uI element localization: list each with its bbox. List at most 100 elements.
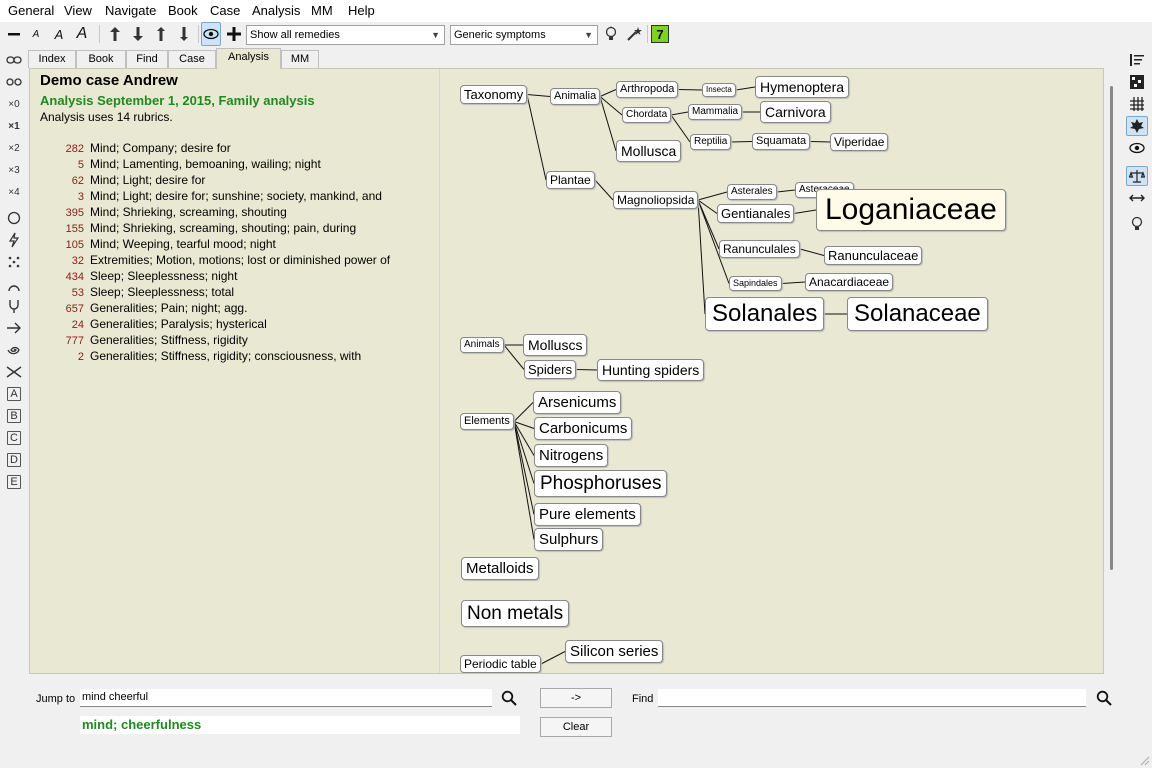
tree-node-viperidae[interactable]: Viperidae <box>830 133 889 151</box>
tree-node-ranunculaceae[interactable]: Ranunculaceae <box>824 246 923 265</box>
lightning-icon[interactable] <box>3 230 25 250</box>
unlink-icon[interactable] <box>3 72 25 92</box>
menu-view[interactable]: View <box>64 3 92 18</box>
tree-node-solanales[interactable]: Solanales <box>705 297 825 331</box>
arrow-up-icon[interactable] <box>106 22 124 46</box>
tab-book[interactable]: Book <box>76 50 126 68</box>
balance-scale-icon[interactable] <box>1126 166 1148 186</box>
scrollbar-thumb[interactable] <box>1110 86 1113 570</box>
list-view-icon[interactable] <box>1126 50 1148 70</box>
tree-node-arsenicums[interactable]: Arsenicums <box>533 391 622 414</box>
tree-node-hymenoptera[interactable]: Hymenoptera <box>755 76 850 98</box>
letter-c-button[interactable]: C <box>7 431 21 445</box>
eye-icon[interactable] <box>201 22 221 46</box>
find-input[interactable] <box>658 689 1086 707</box>
magic-wand-icon[interactable] <box>624 22 644 46</box>
arrow-right-icon[interactable] <box>3 318 25 338</box>
fork-icon[interactable] <box>3 296 25 316</box>
menu-navigate[interactable]: Navigate <box>105 3 157 18</box>
eye-icon[interactable] <box>1126 138 1148 158</box>
tree-node-insecta[interactable]: Insecta <box>702 83 736 97</box>
analysis-title[interactable]: Analysis September 1, 2015, Family analy… <box>40 93 315 108</box>
tree-node-animalia[interactable]: Animalia <box>550 88 601 105</box>
link-icon[interactable] <box>3 50 25 70</box>
menu-book[interactable]: Book <box>168 3 198 18</box>
letter-d-button[interactable]: D <box>7 453 21 467</box>
degree-filter-3[interactable]: ×3 <box>8 164 20 176</box>
clear-button[interactable]: Clear <box>540 717 612 737</box>
resize-grip-icon[interactable] <box>1138 754 1150 766</box>
circle-icon[interactable] <box>3 208 25 228</box>
tree-node-taxonomy[interactable]: Taxonomy <box>460 85 528 104</box>
tab-mm[interactable]: MM <box>281 50 319 68</box>
dots-icon[interactable] <box>3 252 25 272</box>
tree-node-silicon-series[interactable]: Silicon series <box>565 640 664 663</box>
go-button[interactable]: -> <box>540 688 612 708</box>
tree-node-asterales[interactable]: Asterales <box>727 184 777 200</box>
letter-e-button[interactable]: E <box>7 475 21 489</box>
degree-filter-4[interactable]: ×4 <box>8 186 20 198</box>
tree-node-loganiaceae[interactable]: Loganiaceae <box>816 189 1006 231</box>
tree-node-plantae[interactable]: Plantae <box>546 171 595 189</box>
degree-filter-2[interactable]: ×2 <box>8 142 20 154</box>
tree-node-anacardiaceae[interactable]: Anacardiaceae <box>805 273 894 291</box>
tree-node-arthropoda[interactable]: Arthropoda <box>616 81 679 98</box>
lightbulb-icon[interactable] <box>601 22 621 46</box>
lightbulb-icon[interactable] <box>1126 214 1148 234</box>
menu-general[interactable]: General <box>8 3 55 18</box>
tree-node-metalloids[interactable]: Metalloids <box>461 557 539 580</box>
tree-node-carnivora[interactable]: Carnivora <box>760 101 831 123</box>
menu-case[interactable]: Case <box>210 3 241 18</box>
scissors-icon[interactable] <box>3 362 25 382</box>
menu-help[interactable]: Help <box>348 3 375 18</box>
tree-node-elements[interactable]: Elements <box>460 413 514 430</box>
tree-node-ranunculales[interactable]: Ranunculales <box>719 240 800 258</box>
degree-filter-0[interactable]: ×0 <box>8 98 20 110</box>
tab-find[interactable]: Find <box>126 50 168 68</box>
tab-analysis[interactable]: Analysis <box>216 48 281 69</box>
jump-suggestion[interactable]: mind; cheerfulness <box>80 716 520 734</box>
tree-node-non-metals[interactable]: Non metals <box>461 600 570 627</box>
tree-node-carbonicums[interactable]: Carbonicums <box>534 417 633 440</box>
menu-analysis[interactable]: Analysis <box>252 3 301 18</box>
degree-filter-1[interactable]: ×1 <box>8 120 20 132</box>
tree-node-nitrogens[interactable]: Nitrogens <box>534 444 609 467</box>
tab-index[interactable]: Index <box>28 50 76 68</box>
search-icon[interactable] <box>500 689 518 707</box>
tree-node-chordata[interactable]: Chordata <box>622 107 672 123</box>
count-badge[interactable]: 7 <box>651 25 669 43</box>
tree-node-mollusca[interactable]: Mollusca <box>616 140 682 162</box>
menu-mm[interactable]: MM <box>311 3 333 18</box>
tree-node-solanaceae[interactable]: Solanaceae <box>847 297 988 331</box>
tree-node-periodic-table[interactable]: Periodic table <box>460 655 541 673</box>
tab-case[interactable]: Case <box>168 50 216 68</box>
letter-a-button[interactable]: A <box>7 387 21 401</box>
tree-node-spiders[interactable]: Spiders <box>524 360 577 379</box>
tree-node-sulphurs[interactable]: Sulphurs <box>534 528 604 551</box>
tree-node-sapindales[interactable]: Sapindales <box>729 276 782 291</box>
plus-icon[interactable] <box>225 22 243 46</box>
tree-node-squamata[interactable]: Squamata <box>752 133 811 150</box>
collapse-icon[interactable] <box>4 22 24 46</box>
font-normal-icon[interactable]: A <box>54 26 64 42</box>
arrow-down-icon[interactable] <box>129 22 147 46</box>
leaf-icon[interactable] <box>1126 116 1148 136</box>
grid-dense-icon[interactable] <box>1126 72 1148 92</box>
tree-node-pure-elements[interactable]: Pure elements <box>534 503 641 526</box>
symptom-filter-select[interactable]: Generic symptoms ▼ <box>450 25 598 45</box>
arrows-horizontal-icon[interactable] <box>1126 188 1148 208</box>
jump-input[interactable]: mind cheerful <box>80 689 492 707</box>
remedy-filter-select[interactable]: Show all remedies ▼ <box>246 25 445 45</box>
tree-node-reptilia[interactable]: Reptilia <box>690 134 732 150</box>
font-smaller-icon[interactable]: A <box>32 28 40 40</box>
font-larger-icon[interactable]: A <box>76 25 88 42</box>
arc-icon[interactable] <box>3 276 25 296</box>
